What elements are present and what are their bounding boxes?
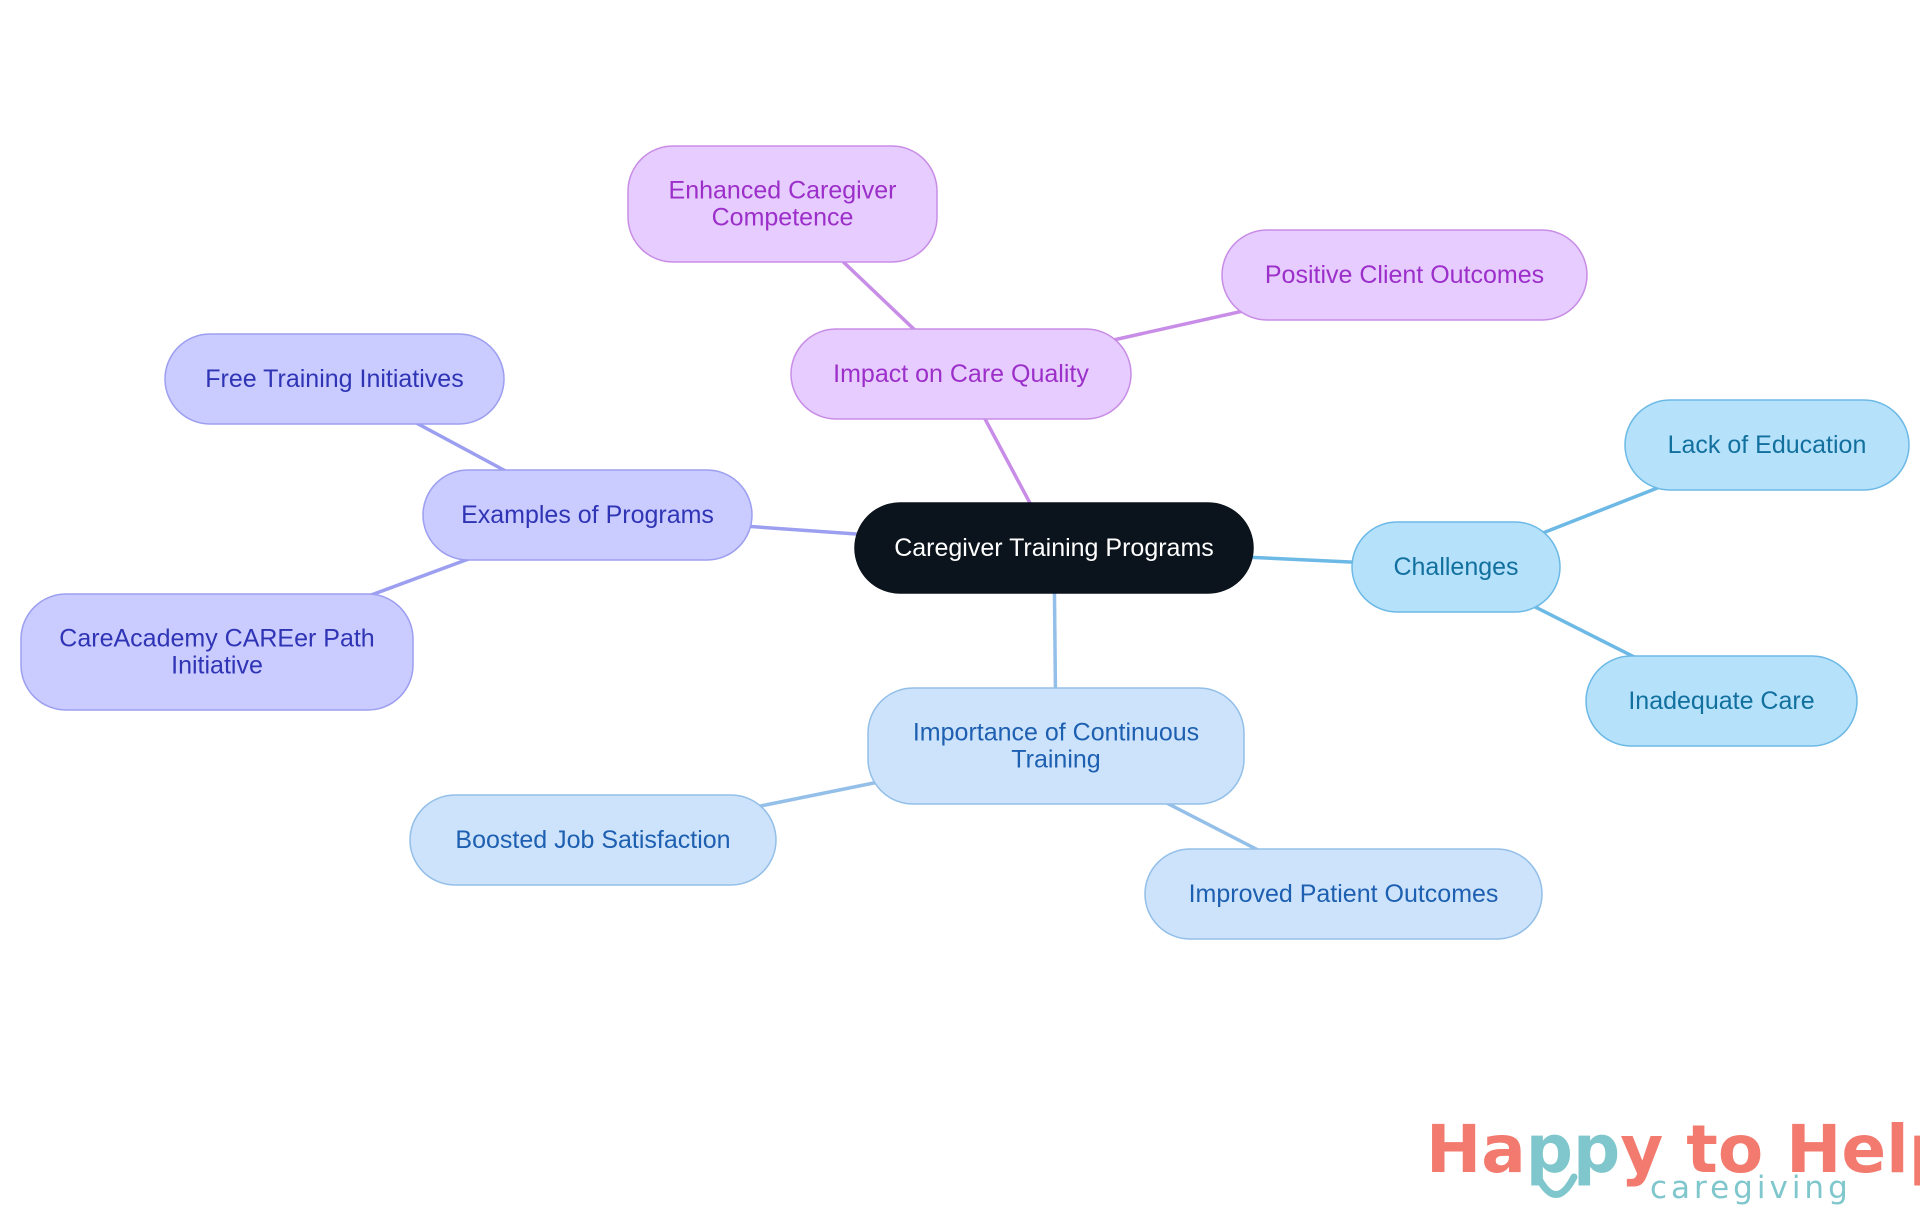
node-inadequate: Inadequate Care [1585,655,1858,747]
node-label-challenges: Challenges [1393,553,1518,581]
node-label-line: Lack of Education [1668,431,1867,459]
node-label-line: Challenges [1393,553,1518,581]
happy-to-help-logo: Happy to Help caregiving [1426,1111,1920,1206]
node-label-line: Examples of Programs [461,501,714,529]
node-label-inadequate: Inadequate Care [1628,687,1814,715]
node-label-root: Caregiver Training Programs [894,534,1214,562]
node-label-line: Enhanced Caregiver [669,177,897,205]
node-box-examples [422,469,753,561]
node-box-inadequate [1585,655,1858,747]
node-label-free: Free Training Initiatives [205,365,463,393]
node-label-impact: Impact on Care Quality [833,360,1089,388]
node-root: Caregiver Training Programs [854,502,1254,594]
node-examples: Examples of Programs [422,469,753,561]
node-box-patient [1144,848,1543,940]
node-satisfaction: Boosted Job Satisfaction [409,794,777,886]
node-impact: Impact on Care Quality [790,328,1132,420]
node-positive: Positive Client Outcomes [1221,229,1588,321]
node-challenges: Challenges [1351,521,1561,613]
node-label-patient: Improved Patient Outcomes [1189,880,1499,908]
node-box-importance [867,687,1245,805]
node-box-competence [627,145,938,263]
node-label-line: Competence [712,204,854,232]
node-label-line: Improved Patient Outcomes [1189,880,1499,908]
node-box-free [164,333,505,425]
node-free: Free Training Initiatives [164,333,505,425]
node-box-careacademy [20,593,414,711]
node-label-line: Impact on Care Quality [833,360,1089,388]
smile-icon [1534,1173,1578,1198]
node-education: Lack of Education [1624,399,1910,491]
logo-name: Happy to Help [1426,1111,1920,1188]
node-layer: Impact on Care Quality Enhanced Caregiver… [20,145,1910,940]
node-box-education [1624,399,1910,491]
node-label-positive: Positive Client Outcomes [1265,261,1544,289]
node-label-line: Training [1011,746,1100,774]
node-box-positive [1221,229,1588,321]
node-label-line: Initiative [171,652,263,680]
node-label-education: Lack of Education [1668,431,1867,459]
node-label-examples: Examples of Programs [461,501,714,529]
node-box-impact [790,328,1132,420]
node-label-line: CareAcademy CAREer Path [59,625,374,653]
node-patient: Improved Patient Outcomes [1144,848,1543,940]
node-box-challenges [1351,521,1561,613]
node-label-line: Inadequate Care [1628,687,1814,715]
node-label-line: Free Training Initiatives [205,365,463,393]
node-label-line: Importance of Continuous [913,719,1199,747]
logo-tagline: caregiving [1650,1170,1852,1206]
node-label-line: Positive Client Outcomes [1265,261,1544,289]
node-label-line: Boosted Job Satisfaction [455,826,730,854]
node-label-line: Caregiver Training Programs [894,534,1214,562]
node-box-satisfaction [409,794,777,886]
node-label-satisfaction: Boosted Job Satisfaction [455,826,730,854]
node-box-root [854,502,1254,594]
